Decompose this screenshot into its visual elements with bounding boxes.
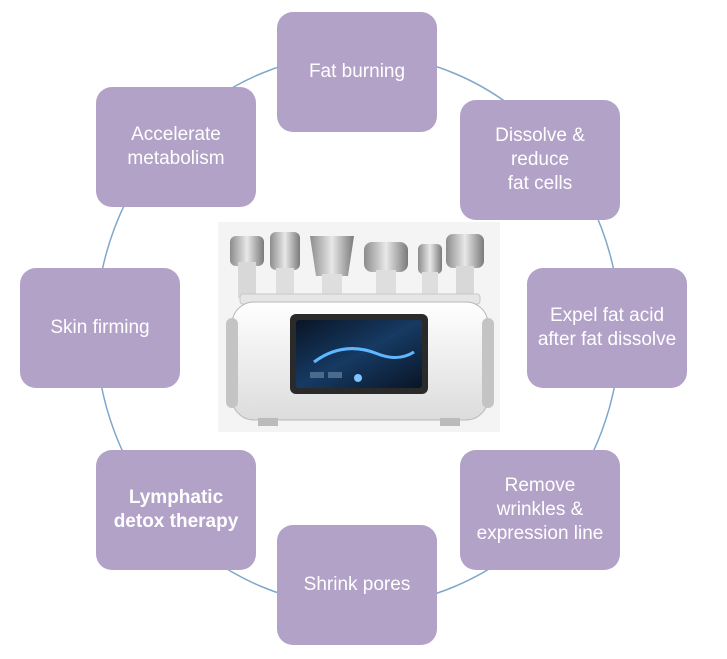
benefit-accelerate-metabolism: Accelerate metabolism	[96, 87, 256, 207]
benefit-shrink-pores: Shrink pores	[277, 525, 437, 645]
benefit-lymphatic-detox: Lymphatic detox therapy	[96, 450, 256, 570]
benefit-label: Fat burning	[308, 61, 406, 82]
benefit-remove-wrinkles: Remove wrinkles & expression line	[460, 450, 620, 570]
benefit-dissolve-fat-cells: Dissolve & reduce fat cells	[460, 100, 620, 220]
benefit-fat-burning: Fat burning	[277, 12, 437, 132]
benefit-label: Lymphatic detox therapy	[113, 487, 239, 532]
benefit-label: Dissolve & reduce fat cells	[495, 125, 585, 194]
benefit-label: Skin firming	[50, 317, 150, 338]
benefit-label: Remove wrinkles & expression line	[476, 475, 604, 544]
benefit-label: Accelerate metabolism	[127, 124, 225, 169]
beauty-machine-image	[218, 222, 500, 432]
benefit-expel-fat-acid: Expel fat acid after fat dissolve	[527, 268, 687, 388]
benefit-label: Expel fat acid after fat dissolve	[537, 305, 677, 350]
benefit-skin-firming: Skin firming	[20, 268, 180, 388]
benefit-label: Shrink pores	[303, 574, 411, 595]
